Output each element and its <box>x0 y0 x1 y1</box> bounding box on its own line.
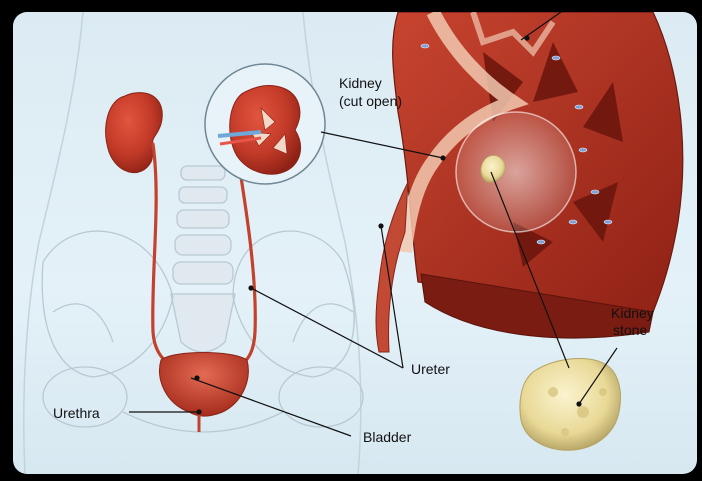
illustration-panel: Kidney (cut open) Ureter Urethra Bladder… <box>13 12 697 474</box>
ureter-label: Ureter <box>411 362 450 377</box>
bladder-label: Bladder <box>363 430 411 445</box>
kidney-stone-label-line1: Kidney <box>611 306 654 321</box>
kidney-stone-large <box>520 358 621 450</box>
kidney-cut-label-line2: (cut open) <box>339 94 402 109</box>
kidney-stone-label-line2: stone <box>613 323 647 338</box>
magnifier-circle <box>456 112 576 232</box>
urethra-label: Urethra <box>53 406 100 421</box>
large-ureter <box>376 182 408 352</box>
kidney-cut-label-line1: Kidney <box>339 76 382 91</box>
kidney-inset-circle <box>205 64 325 184</box>
bladder <box>159 353 248 433</box>
